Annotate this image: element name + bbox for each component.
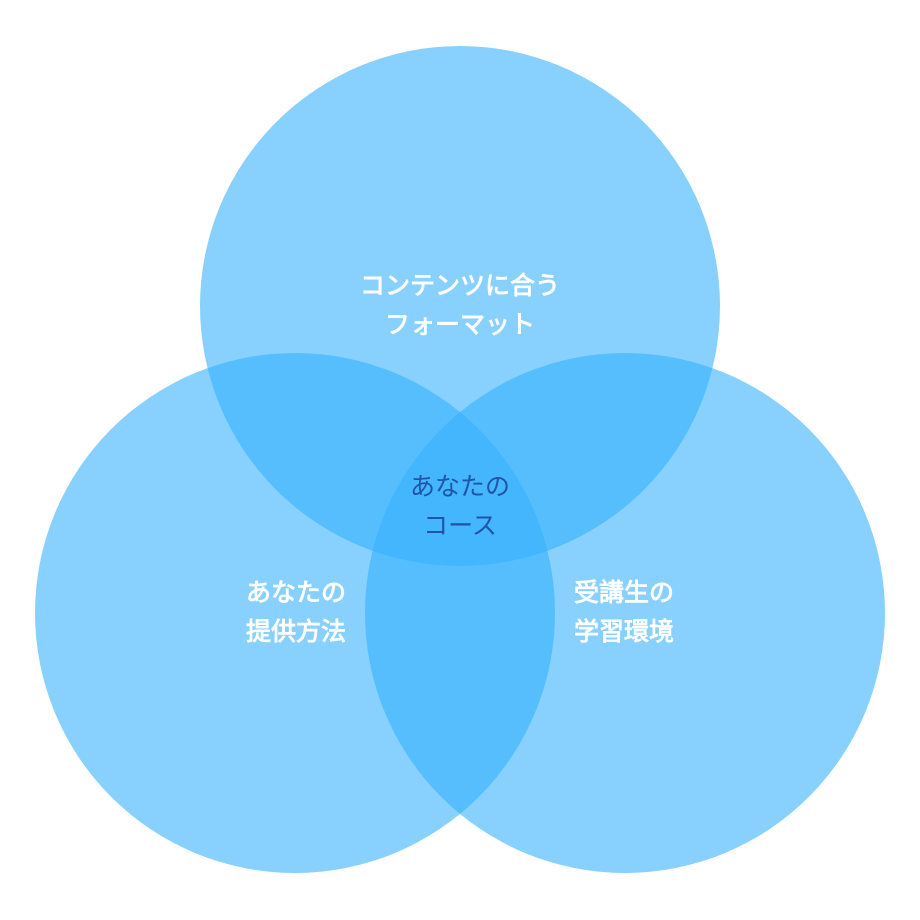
label-center-line2: コース — [423, 511, 497, 540]
label-top-line1: コンテンツに合う — [359, 271, 561, 300]
label-left: あなたの 提供方法 — [246, 573, 346, 651]
label-top: コンテンツに合う フォーマット — [360, 266, 560, 344]
label-center: あなたの コース — [410, 467, 510, 545]
label-left-line2: 提供方法 — [245, 617, 347, 646]
label-center-line1: あなたの — [409, 472, 511, 501]
label-right-line1: 受講生の — [573, 578, 675, 607]
circle-right — [365, 353, 885, 873]
label-left-line1: あなたの — [245, 578, 347, 607]
label-right: 受講生の 学習環境 — [574, 573, 674, 651]
label-top-line2: フォーマット — [384, 310, 536, 339]
label-right-line2: 学習環境 — [573, 617, 675, 646]
